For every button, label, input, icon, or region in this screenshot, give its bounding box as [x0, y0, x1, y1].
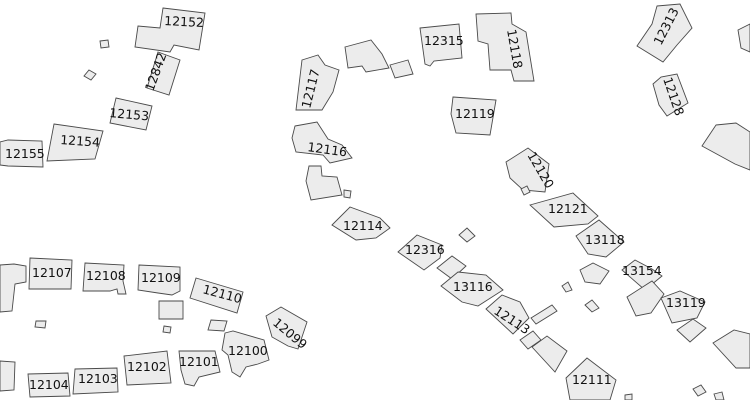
building[interactable] — [34, 320, 47, 329]
house-number-label: 12114 — [343, 218, 383, 233]
house-number-label: 12316 — [405, 242, 445, 257]
house-number-label: 12121 — [548, 201, 588, 216]
building[interactable] — [189, 277, 244, 314]
building[interactable] — [0, 139, 44, 168]
building[interactable] — [450, 96, 497, 136]
building[interactable] — [134, 7, 206, 53]
building[interactable] — [561, 281, 573, 293]
house-number-label: 12116 — [307, 139, 349, 159]
building[interactable] — [660, 290, 706, 324]
house-number-label: 12152 — [164, 13, 204, 30]
building[interactable] — [529, 192, 599, 228]
house-number-label: 13116 — [453, 279, 493, 294]
building[interactable] — [652, 73, 689, 117]
building[interactable] — [419, 23, 463, 67]
building[interactable] — [162, 325, 172, 334]
house-number-label: 13154 — [622, 263, 662, 278]
building[interactable] — [505, 147, 550, 193]
building[interactable] — [158, 300, 184, 320]
building[interactable] — [530, 304, 558, 325]
building[interactable] — [440, 271, 504, 307]
building[interactable] — [344, 39, 390, 73]
building[interactable] — [626, 280, 665, 317]
house-number-label: 12111 — [572, 372, 612, 387]
building[interactable] — [713, 391, 725, 400]
building[interactable] — [397, 234, 443, 271]
building[interactable] — [82, 262, 127, 295]
building[interactable] — [137, 264, 181, 296]
house-number-label: 12118 — [504, 28, 526, 70]
building[interactable] — [46, 123, 104, 162]
house-number-label: 12153 — [109, 105, 150, 123]
house-number-label: 12155 — [5, 146, 45, 161]
building[interactable] — [265, 306, 308, 350]
building[interactable] — [28, 257, 73, 290]
house-number-label: 12154 — [60, 132, 101, 150]
building[interactable] — [123, 350, 172, 386]
building[interactable] — [701, 122, 750, 171]
building[interactable] — [305, 165, 343, 201]
building[interactable] — [295, 54, 340, 111]
building[interactable] — [72, 367, 119, 395]
building[interactable] — [565, 357, 617, 400]
house-number-label: 12103 — [78, 371, 118, 386]
house-number-label: 12315 — [424, 33, 464, 48]
house-number-label: 12100 — [228, 343, 268, 358]
building[interactable] — [221, 330, 270, 378]
building[interactable] — [436, 255, 467, 280]
building[interactable] — [0, 263, 27, 313]
house-number-label: 12119 — [455, 106, 495, 121]
house-number-label: 12101 — [179, 354, 219, 369]
building[interactable] — [0, 360, 16, 392]
building[interactable] — [676, 318, 707, 343]
building[interactable] — [579, 262, 610, 285]
house-number-label: 13119 — [666, 295, 706, 310]
building[interactable] — [291, 121, 353, 164]
building[interactable] — [178, 350, 221, 387]
building[interactable] — [624, 393, 633, 400]
buildings — [0, 3, 750, 400]
building[interactable] — [146, 51, 181, 96]
house-number-label: 12104 — [29, 377, 69, 392]
building[interactable] — [692, 384, 707, 397]
building[interactable] — [83, 69, 97, 81]
house-number-label: 12109 — [141, 270, 181, 285]
house-number-label: 12107 — [32, 265, 72, 280]
building[interactable] — [584, 299, 600, 313]
house-number-label: 13118 — [585, 232, 625, 247]
house-number-label: 12108 — [86, 268, 126, 283]
building[interactable] — [737, 23, 750, 53]
building[interactable] — [475, 12, 535, 82]
building[interactable] — [343, 189, 352, 199]
building[interactable] — [531, 335, 568, 373]
building[interactable] — [389, 59, 414, 79]
building[interactable] — [712, 329, 750, 369]
building[interactable] — [485, 294, 530, 335]
building[interactable] — [331, 206, 391, 241]
building[interactable] — [636, 3, 693, 63]
building[interactable] — [207, 319, 228, 332]
building[interactable] — [520, 185, 531, 196]
building[interactable] — [99, 39, 110, 49]
building[interactable] — [575, 219, 625, 258]
building[interactable] — [109, 97, 153, 131]
house-number-label: 12102 — [127, 359, 167, 374]
building[interactable] — [27, 372, 71, 398]
building[interactable] — [458, 227, 476, 243]
